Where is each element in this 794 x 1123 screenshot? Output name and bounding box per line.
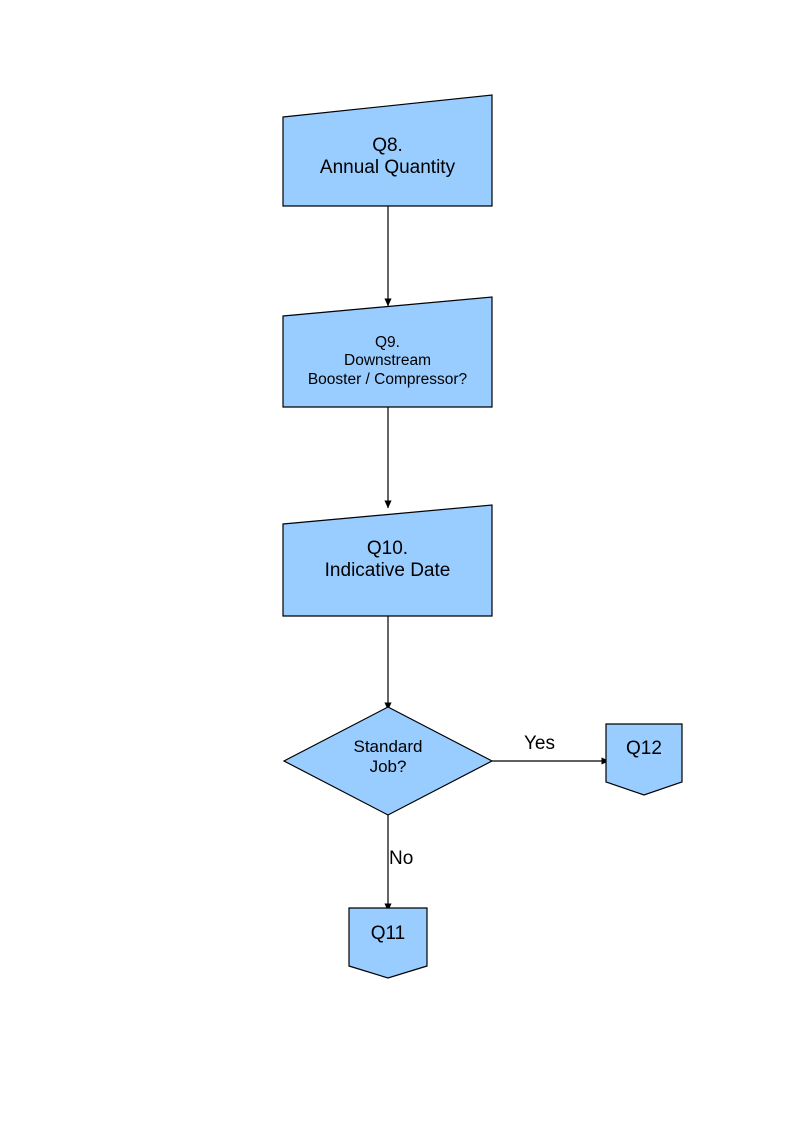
- node-q9-shape[interactable]: [282, 296, 493, 408]
- node-q10-shape[interactable]: [282, 504, 493, 617]
- node-q12-shape[interactable]: [605, 723, 683, 796]
- node-q8-shape[interactable]: [282, 94, 493, 207]
- node-decision-shape[interactable]: [282, 706, 494, 816]
- node-q11-shape[interactable]: [348, 907, 428, 979]
